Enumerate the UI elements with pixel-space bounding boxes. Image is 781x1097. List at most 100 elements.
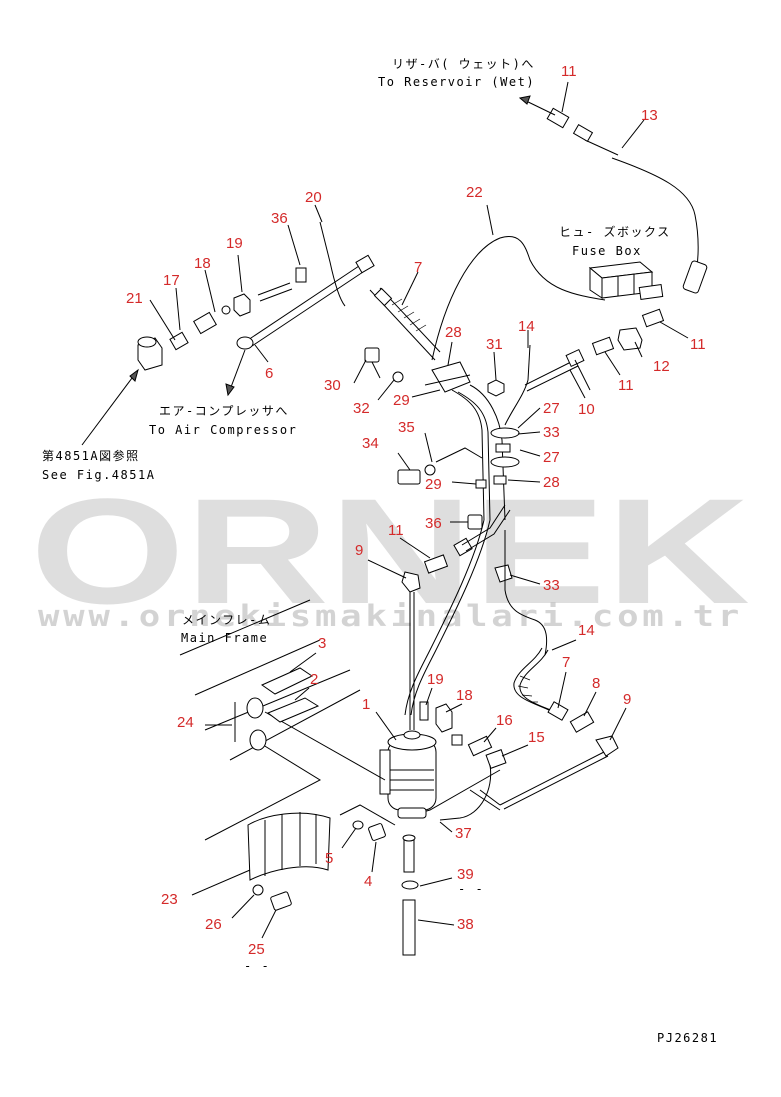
pipe-center-elbow <box>461 504 506 546</box>
hose-10 <box>524 359 576 386</box>
nut-19 <box>233 293 251 317</box>
arrow-up-left-icon <box>518 95 556 116</box>
ferrule-18 <box>221 305 231 315</box>
note-reservoir-jp: リザ-バ( ウェット)へ <box>392 57 535 71</box>
wire-22 <box>431 236 606 361</box>
bolt-4 <box>368 823 386 841</box>
callout-label: 36 <box>271 210 288 227</box>
leader-35-link <box>435 447 483 463</box>
callout-label: 33 <box>543 577 560 594</box>
pipe-9-lower <box>499 751 605 806</box>
fitting-17 <box>169 331 189 351</box>
arrow-up-icon <box>81 368 139 446</box>
callout-label: 23 <box>161 891 178 908</box>
callout-label: 18 <box>194 255 211 272</box>
callout-label: 4 <box>364 873 372 890</box>
callouts: 11 13 20 22 36 19 18 17 7 21 14 28 31 30… <box>126 63 706 958</box>
hose-end-13 <box>682 260 708 294</box>
pipe-center-b <box>457 391 491 521</box>
callout-label: 22 <box>466 184 483 201</box>
dash-mark-39: - - <box>458 882 484 896</box>
hose-13 <box>584 139 619 156</box>
hose-7-lower-end <box>547 701 569 721</box>
wire-37 <box>439 764 492 821</box>
callout-label: 7 <box>562 654 570 671</box>
pipe-6a <box>247 261 366 341</box>
elbow-9-upper <box>401 571 421 593</box>
elbow-6 <box>355 254 375 274</box>
watermark-brand: ORNEK <box>30 467 750 635</box>
callout-label: 27 <box>543 449 560 466</box>
callout-label: 9 <box>355 542 363 559</box>
clamp-33-lower-2 <box>494 564 513 583</box>
pipe-9-lower-b <box>503 755 609 810</box>
linework: - - - - <box>81 95 708 973</box>
tube-20 <box>257 282 291 296</box>
bolt-34 <box>397 469 421 485</box>
clip-36-upper <box>295 267 307 283</box>
frame-line-4 <box>229 689 361 761</box>
callout-label: 29 <box>425 476 442 493</box>
pipe-13 <box>611 157 699 276</box>
callout-label: 11 <box>690 336 706 353</box>
callout-label: 18 <box>456 687 473 704</box>
note-ref-jp: 第4851A図参照 <box>42 448 140 463</box>
tube-19-lower <box>419 701 429 721</box>
fuse-box <box>588 261 664 301</box>
hose-7-hatch <box>391 298 427 332</box>
washer-35 <box>424 464 436 476</box>
callout-label: 27 <box>543 400 560 417</box>
hose-10-end <box>565 348 585 368</box>
callout-label: 26 <box>205 916 222 933</box>
callout-label: 19 <box>226 235 243 252</box>
callout-label: 30 <box>324 377 341 394</box>
callout-label: 14 <box>518 318 535 335</box>
clip-29 <box>475 479 487 489</box>
callout-label: 11 <box>388 522 404 539</box>
hose-7-lower-hatch <box>517 675 538 703</box>
callout-label: 36 <box>425 515 442 532</box>
plate-3 <box>260 667 314 695</box>
frame-line-5 <box>264 711 386 781</box>
callout-label: 25 <box>248 941 265 958</box>
connector-16 <box>467 735 493 757</box>
callout-label: 32 <box>353 400 370 417</box>
pipe-20 <box>319 221 346 307</box>
tube-20-b <box>259 288 293 302</box>
dash-mark-25: - - <box>244 959 270 973</box>
clip-27 <box>495 443 511 453</box>
callout-label: 35 <box>398 419 415 436</box>
callout-label: 15 <box>528 729 545 746</box>
callout-label: 21 <box>126 290 143 307</box>
pipe-center-c <box>469 384 506 521</box>
callout-label: 34 <box>362 435 379 452</box>
frame-line-8 <box>469 789 501 811</box>
connector-8 <box>569 711 595 733</box>
drawing-code: PJ26281 <box>657 1031 718 1045</box>
callout-label: 2 <box>310 671 318 688</box>
connector-15 <box>485 749 507 769</box>
washer-32 <box>392 371 404 383</box>
bracket-28-upper <box>431 361 471 393</box>
callout-label: 19 <box>427 671 444 688</box>
callout-label: 33 <box>543 424 560 441</box>
note-fusebox-en: Fuse Box <box>572 244 642 258</box>
callout-label: 24 <box>177 714 194 731</box>
watermark-url: www.ornekismakinalari.com.tr <box>38 599 743 633</box>
arrow-down-icon <box>225 349 246 397</box>
plate-2 <box>266 697 320 723</box>
mount-24-lower <box>249 729 267 751</box>
hose-38 <box>402 899 416 956</box>
callout-label: 13 <box>641 107 658 124</box>
note-compressor-en: To Air Compressor <box>149 423 297 437</box>
note-mainframe-en: Main Frame <box>181 631 268 645</box>
clamp-33-lower <box>490 456 520 468</box>
callout-label: 28 <box>445 324 462 341</box>
clip-28-lower <box>493 475 507 485</box>
callout-label: 3 <box>318 635 326 652</box>
callout-label: 11 <box>561 63 577 80</box>
callout-label: 17 <box>163 272 180 289</box>
connector-11-mid <box>591 336 615 356</box>
pipe-37 <box>403 839 415 873</box>
